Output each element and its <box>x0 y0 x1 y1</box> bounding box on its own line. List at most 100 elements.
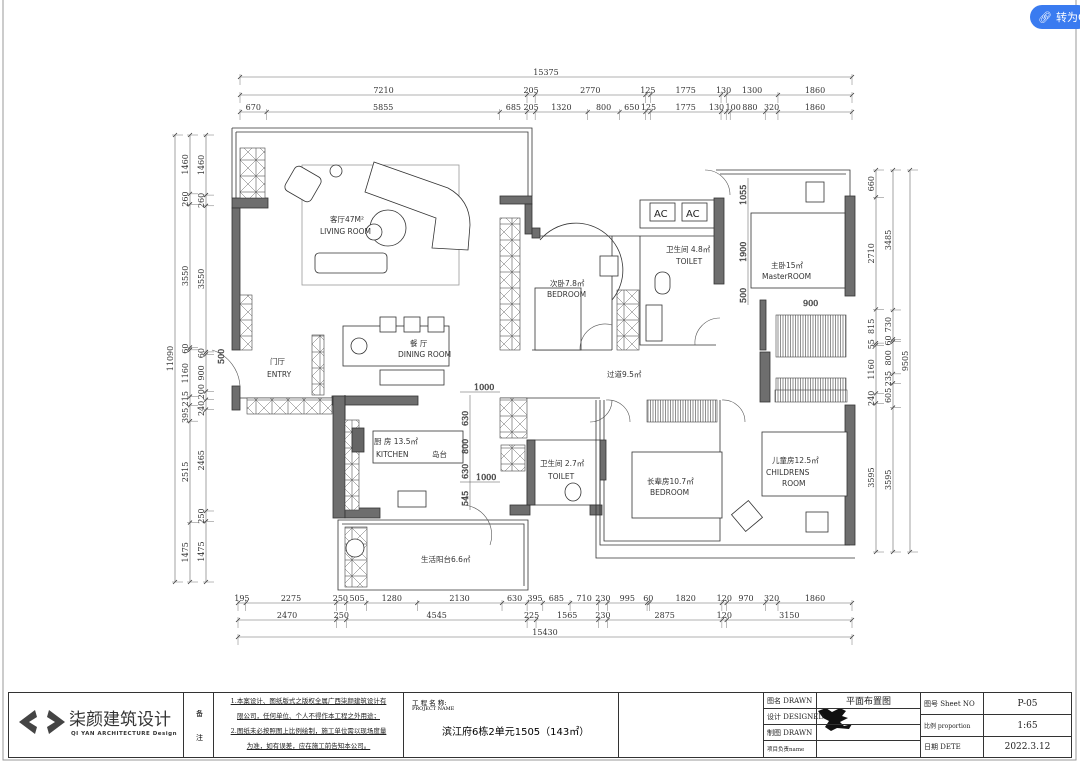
dim-kitchen-630a: 630 <box>461 411 470 426</box>
bottom-dim-row-1-value: 2275 <box>281 594 301 603</box>
top-dim-row-2-value: 1775 <box>676 86 696 95</box>
left-dim-col-2-value: 1160 <box>181 363 190 383</box>
left-dim-col-2-value: 2515 <box>181 462 190 482</box>
manager-label: 项目负责name <box>767 747 805 753</box>
corridor-label: 过道9.5㎡ <box>607 369 642 379</box>
drawing-name-label: 图名 DRAWN <box>764 693 816 709</box>
ac-label-1: AC <box>654 209 668 220</box>
cabinets <box>239 147 640 588</box>
bottom-dim-row-2-value: 3150 <box>779 611 799 620</box>
entry-label-en: ENTRY <box>267 370 292 379</box>
dim-master-1055: 1055 <box>739 185 748 205</box>
bottom-dim-row-2-value: 2470 <box>277 611 297 620</box>
toilet-bowl <box>654 271 671 295</box>
kitchen-island <box>372 430 464 464</box>
right-dim-col-1-value: 2710 <box>867 243 876 263</box>
sheet-values: P-05 1:65 2022.3.12 <box>984 693 1071 757</box>
dim-kitchen-545: 545 <box>461 491 470 506</box>
toilet1-label-cn: 卫生间 4.8㎡ <box>666 244 711 254</box>
bed-bedroom2 <box>534 287 582 351</box>
convert-button[interactable]: 🔗︎ 转为C <box>1030 5 1080 29</box>
toilet2-label-en: TOILET <box>547 472 575 481</box>
right-dim-col-2-value: 235 <box>884 371 893 386</box>
note-line: 1.本案设计、图纸版式之版权全属广西柒颜建筑设计有 <box>230 697 387 705</box>
bottom-dim-row-1-value: 2130 <box>449 594 469 603</box>
top-dim-row-3-value: 125 <box>641 103 656 112</box>
bedroom2-label-cn: 次卧7.8㎡ <box>550 278 585 288</box>
company-name-cn: 柒颜建筑设计 <box>69 710 171 730</box>
left-dim-col-3-value: 250 <box>197 508 206 523</box>
left-dim-col-3-value: 1460 <box>197 155 206 175</box>
toilet-bowl-2 <box>564 482 582 502</box>
bottom-dim-row-1-value: 505 <box>349 594 364 603</box>
top-dim-row-3-value: 670 <box>246 103 261 112</box>
dim-kitchen-1000-top: 1000 <box>474 383 494 392</box>
left-dim-col-2-value: 260 <box>181 191 190 206</box>
inner-dimensions: 1000 630 800 630 1000 545 1055 1900 500 … <box>217 178 819 510</box>
living-room-label-cn: 客厅47M² <box>330 214 364 224</box>
drawn-label: 制图 DRAWN <box>764 725 816 741</box>
left-dim-col-2-value: 395 <box>181 408 190 423</box>
company-logo-cell: 柒颜建筑设计 QI YAN ARCHITECTURE Design <box>9 693 184 757</box>
remarks-label-1: 备 <box>196 710 203 718</box>
left-dim-col-2-value: 1475 <box>181 542 190 562</box>
right-dim-col-1-value: 240 <box>867 391 876 406</box>
designed-label: 设计 DESIGNED <box>764 709 824 725</box>
chair <box>599 255 619 277</box>
note-line: 2.图纸未必按照图上比例绘制，施工单位需以现场度量 <box>230 727 387 735</box>
island-label: 岛台 <box>432 449 447 459</box>
bottom-dim-row-2-value: 230 <box>595 611 610 620</box>
left-dim-col-3-value: 3550 <box>197 269 206 289</box>
wardrobes <box>646 314 848 423</box>
bottom-dim-row-1-value: 995 <box>620 594 635 603</box>
right-dim-col-2-value: 3485 <box>884 230 893 250</box>
children-room-label-en: CHILDRENS <box>766 468 810 477</box>
toilet1-label-en: TOILET <box>675 257 703 266</box>
designed-value <box>817 709 920 725</box>
bottom-dim-row-2-value: 2875 <box>655 611 675 620</box>
dim-master-500: 500 <box>739 288 748 303</box>
bottom-dim-row-2-value: 250 <box>334 611 349 620</box>
top-dim-row-1-value: 15375 <box>533 68 558 77</box>
toilet2-label-cn: 卫生间 2.7㎡ <box>540 458 585 468</box>
top-dim-row-3-value: 880 <box>742 103 757 112</box>
left-dim-col-2-value: 1460 <box>181 154 190 174</box>
date-label: 日期 DETE <box>924 743 961 751</box>
balcony-label: 生活阳台6.6㎡ <box>421 554 471 564</box>
bottom-dim-row-3-value: 15430 <box>532 628 557 637</box>
elder-room-label-en: BEDROOM <box>650 488 689 497</box>
dim-entry-500: 500 <box>217 349 226 364</box>
drawing-values: 平面布置图 <box>817 693 921 757</box>
left-dim-col-1-value: 11090 <box>166 346 175 371</box>
entry-label-cn: 门厅 <box>270 357 285 366</box>
bottom-dim-row-1-value: 395 <box>527 594 542 603</box>
bottom-dim-row-1-value: 685 <box>549 594 564 603</box>
bed-master <box>750 212 846 289</box>
dim-kitchen-1000-bottom: 1000 <box>476 473 496 482</box>
sofa <box>364 161 471 251</box>
dim-kitchen-630b: 630 <box>461 464 470 479</box>
bottom-dim-row-1-value: 1280 <box>382 594 402 603</box>
bed-elder <box>631 451 723 519</box>
living-room-label-en: LIVING ROOM <box>320 227 371 236</box>
project-label-en: PROJECT NAME <box>412 706 455 712</box>
bottom-dim-row-1-value: 120 <box>717 594 732 603</box>
bottom-dim-row-1-value: 195 <box>234 594 249 603</box>
walls <box>231 127 856 591</box>
dim-master-1900: 1900 <box>739 242 748 262</box>
doors <box>211 169 746 546</box>
left-dim-col-3-value: 260 <box>197 193 206 208</box>
top-dim-row-2-value: 130 <box>716 86 731 95</box>
top-dim-row-2-value: 1300 <box>742 86 762 95</box>
drawn-value <box>817 725 920 741</box>
dining-room-label-en: DINING ROOM <box>398 350 451 359</box>
bottom-dim-row-2-value: 225 <box>524 611 539 620</box>
bottom-dim-row-1-value: 1820 <box>676 594 696 603</box>
remarks-label-cell: 备 注 <box>184 693 214 757</box>
scale-value: 1:65 <box>984 715 1071 737</box>
side-table <box>329 164 343 178</box>
right-dim-col-1-value: 1160 <box>867 359 876 379</box>
left-dim-col-2-value: 215 <box>181 391 190 406</box>
company-name-en: QI YAN ARCHITECTURE Design <box>71 731 178 737</box>
